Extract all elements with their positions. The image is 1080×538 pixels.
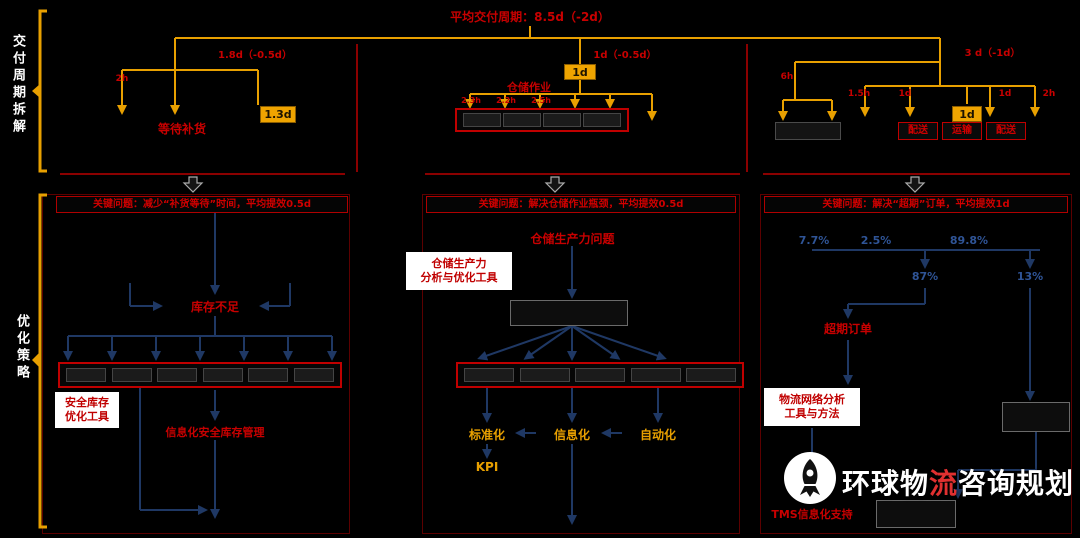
right-process-box-2: 运输: [942, 122, 982, 140]
watermark-part-3: 咨询规划: [958, 467, 1075, 500]
left-branch-duration: 1.8d（-0.5d）: [218, 50, 292, 61]
right-branch-badge: 1d: [952, 106, 982, 122]
watermark-part-2: 流: [929, 467, 959, 500]
strategy-flow-lines: [63, 213, 1040, 525]
mid-sub-duration-2: 2.2h: [496, 96, 516, 105]
section-bracket-top: [32, 9, 47, 173]
mid-tool-box: 仓储生产力 分析与优化工具: [406, 252, 512, 290]
right-network-box: [1002, 402, 1070, 432]
left-tool-box: 安全库存 优化工具: [55, 392, 119, 428]
strategy-column-left: [42, 194, 350, 534]
delivery-tree-lines: [117, 26, 1040, 121]
left-key-issue-header: 关键问题：减少“补货等待”时间，平均提效0.5d: [56, 196, 348, 213]
mid-output-informatization: 信息化: [553, 428, 590, 442]
mid-output-standardization: 标准化: [468, 428, 505, 442]
placeholder-box: [543, 113, 581, 127]
placeholder-box: [463, 113, 501, 127]
mid-branch-node: 仓储作业: [507, 81, 551, 94]
right-process-box-3: 配送: [986, 122, 1026, 140]
mid-output-automation: 自动化: [639, 428, 676, 442]
right-support-text: TMS信息化支持: [771, 508, 853, 521]
placeholder-box: [66, 368, 106, 382]
right-label-4: 1d: [998, 89, 1012, 99]
mid-key-issue-header: 关键问题：解决仓储作业瓶颈，平均提效0.5d: [426, 196, 736, 213]
right-label-1: 6h: [780, 72, 794, 82]
right-tool-box: 物流网络分析 工具与方法: [764, 388, 860, 426]
strategy-column-right: [760, 194, 1072, 534]
mid-tool-line-2: 分析与优化工具: [420, 271, 498, 284]
placeholder-box: [503, 113, 541, 127]
right-tool-line-2: 工具与方法: [784, 407, 840, 420]
left-tool-line-2: 优化工具: [65, 410, 109, 423]
mid-sub-duration-1: 2.3h: [461, 96, 481, 105]
watermark-logo-icon: [782, 450, 838, 506]
mid-tool-line-1: 仓储生产力: [431, 256, 487, 270]
left-tool-line-1: 安全库存: [65, 395, 109, 409]
placeholder-box: [519, 368, 570, 382]
placeholder-box: [464, 368, 514, 382]
left-branch-sub-label: 2h: [115, 74, 129, 84]
mid-problem-text: 仓储生产力问题: [530, 232, 615, 246]
left-issue-text: 库存不足: [190, 300, 239, 314]
section-label-optimization-strategy: 优化策略: [14, 314, 29, 382]
avg-delivery-cycle-title: 平均交付周期：8.5d（-2d）: [450, 10, 610, 24]
placeholder-box: [111, 368, 152, 382]
mid-kpi-text: KPI: [475, 460, 499, 474]
section-divider-arrows: [182, 176, 926, 193]
placeholder-box: [248, 368, 289, 382]
mid-analysis-box: [510, 300, 628, 326]
placeholder-box: [575, 368, 625, 382]
mid-sub-duration-3: 2.5h: [531, 96, 551, 105]
right-label-5: 2h: [1042, 89, 1056, 99]
right-key-issue-header: 关键问题：解决“超期”订单，平均提效1d: [764, 196, 1068, 213]
right-pct-1: 7.7%: [798, 234, 830, 247]
section-bracket-bottom: [32, 193, 47, 529]
left-branch-badge: 1.3d: [260, 106, 296, 123]
right-pct-2: 2.5%: [860, 234, 892, 247]
right-label-3: 1d: [898, 89, 912, 99]
mid-bottleneck-box: [455, 108, 629, 132]
left-branch-node: 等待补货: [157, 122, 206, 136]
section-label-delivery-breakdown: 交付周期拆解: [10, 34, 25, 136]
left-measures-box: [58, 362, 342, 388]
mid-measures-box: [456, 362, 744, 388]
right-branch-duration: 3 d（-1d）: [964, 48, 1021, 59]
mid-branch-badge: 1d: [564, 64, 596, 80]
watermark-part-1: 环球物: [842, 467, 930, 500]
right-label-2: 1.5h: [847, 89, 871, 99]
red-separators: [60, 44, 1070, 175]
placeholder-box: [686, 368, 736, 382]
right-tool-line-1: 物流网络分析: [779, 392, 845, 406]
placeholder-box: [157, 368, 198, 382]
right-pct-4: 87%: [911, 270, 939, 283]
left-result-text: 信息化安全库存管理: [165, 426, 265, 439]
right-process-box-1: 配送: [898, 122, 938, 140]
right-output-box: [876, 500, 956, 528]
placeholder-box: [630, 368, 681, 382]
right-subprocess-box: [775, 122, 841, 140]
placeholder-box: [583, 113, 621, 127]
placeholder-box: [202, 368, 243, 382]
watermark-text: 环球物流咨询规划: [842, 462, 1074, 502]
right-pct-3: 89.8%: [949, 234, 989, 247]
right-pct-5: 13%: [1016, 270, 1044, 283]
mid-branch-duration: 1d（-0.5d）: [593, 50, 657, 61]
right-issue-text: 超期订单: [823, 322, 872, 336]
placeholder-box: [293, 368, 334, 382]
